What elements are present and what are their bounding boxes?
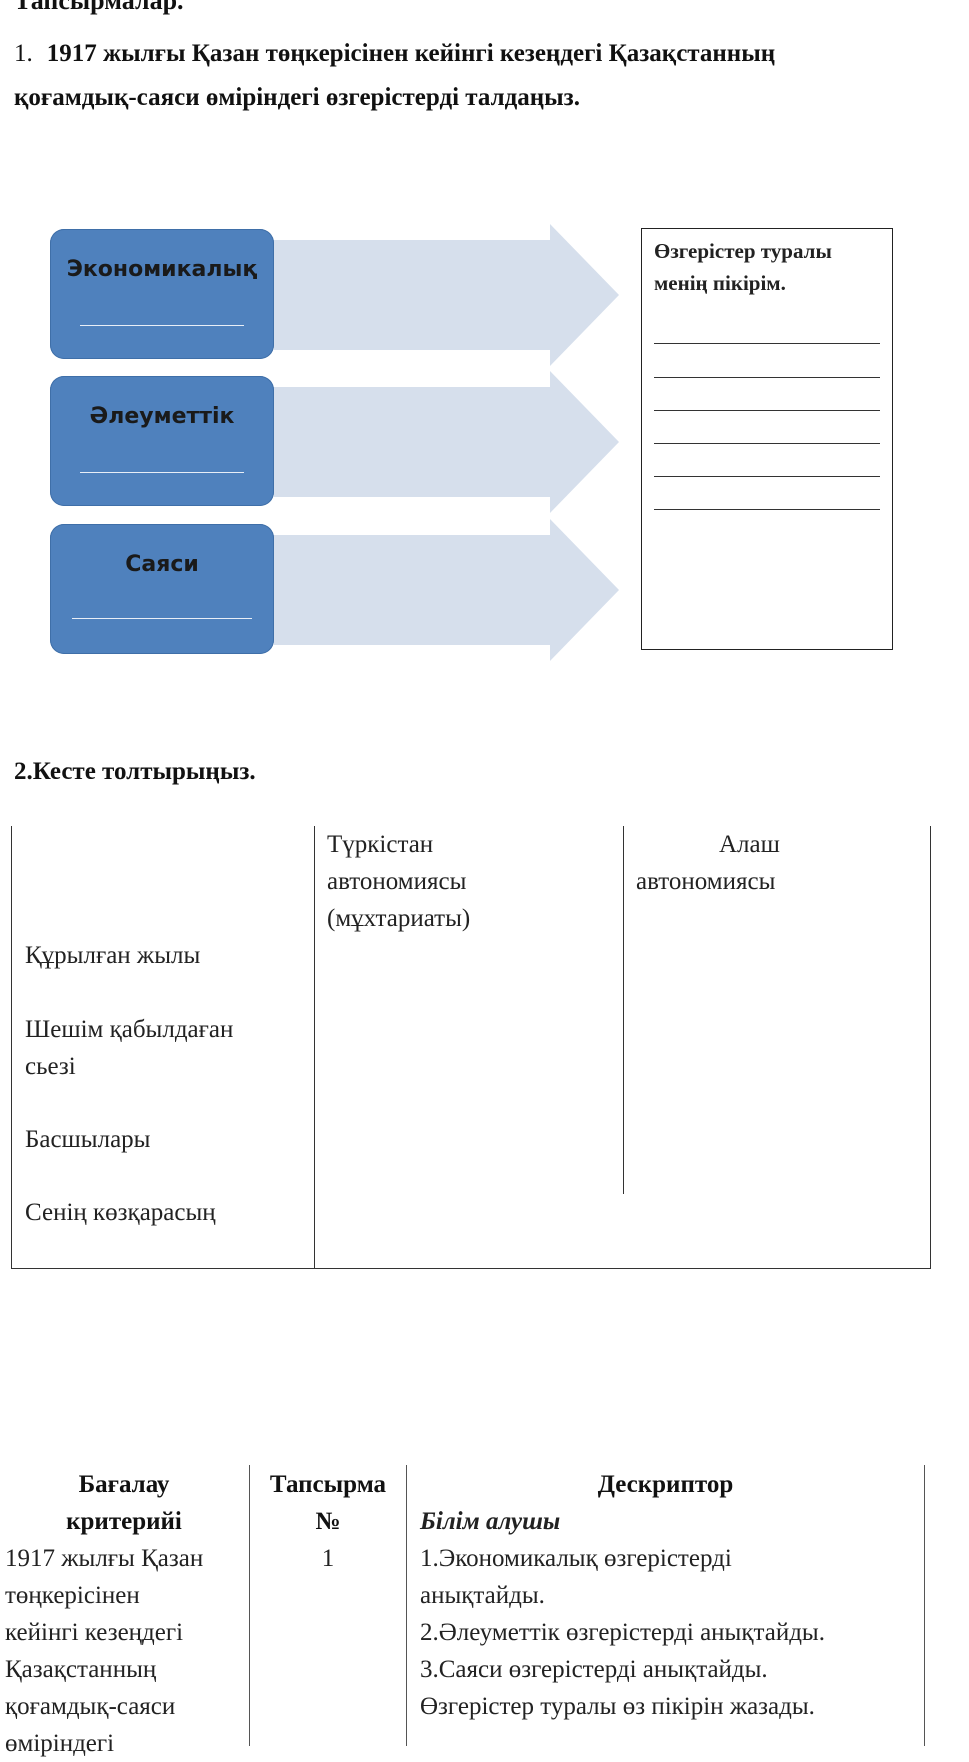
opinion-title-line1: Өзгерістер туралы [654,239,832,263]
task2-title: 2.Кесте толтырыңыз. [14,758,256,785]
header-criteria: Бағалау критерийі [66,1471,182,1535]
answer-cell[interactable] [624,937,929,1007]
header-alash: Алаш автономиясы [636,831,780,895]
box-political-blank[interactable] [72,618,252,619]
row-label-founded-year: Құрылған жылы [25,942,201,969]
row-label-leaders: Басшылары [25,1126,151,1153]
table-border [314,826,315,1269]
arrow-social [274,371,619,513]
answer-cell[interactable] [315,1194,929,1266]
header-task-number: Тапсырма № [269,1471,387,1535]
box-economic-label: Экономикалық [66,257,258,282]
table-border [406,1465,407,1746]
task1-text-line1: 1917 жылғы Қазан төңкерісінен кейінгі ке… [46,40,776,67]
opinion-title: Өзгерістер туралы менің пікірім. [654,235,884,299]
opinion-line[interactable] [654,476,880,477]
table-border [623,826,624,1194]
opinion-line[interactable] [654,410,880,411]
box-political: Саяси [50,524,274,654]
answer-cell[interactable] [624,1121,929,1189]
box-economic-blank[interactable] [80,325,244,326]
box-social-blank[interactable] [80,472,244,473]
task1-prompt: 1. 1917 жылғы Қазан төңкерісінен кейінгі … [14,32,944,120]
table-border [11,826,12,1269]
opinion-line[interactable] [654,377,880,378]
row-label-congress: Шешім қабылдаған сьезі [25,1016,234,1080]
table-border [930,826,931,1269]
task1-number: 1. [14,40,33,67]
opinion-line[interactable] [654,443,880,444]
opinion-title-line2: менің пікірім. [654,271,786,295]
opinion-line[interactable] [654,343,880,344]
descriptor-subheader: Білім алушы [420,1508,561,1535]
box-political-label: Саяси [125,552,199,577]
criteria-text: 1917 жылғы Қазан төңкерісінен кейінгі ке… [5,1545,204,1757]
task1-text-line2: қоғамдық-саяси өміріндегі өзгерістерді т… [14,84,580,111]
answer-cell[interactable] [315,1121,622,1189]
row-label-your-view: Сенің көзқарасың [25,1199,216,1226]
answer-cell[interactable] [315,1011,622,1116]
arrow-economic [274,224,619,366]
page-heading: Тапсырмалар. [14,0,184,15]
box-social-label: Әлеуметтік [89,404,235,429]
table-border [924,1465,925,1746]
answer-cell[interactable] [624,1011,929,1116]
opinion-box: Өзгерістер туралы менің пікірім. [641,228,893,650]
task-number-value: 1 [321,1545,335,1572]
answer-cell[interactable] [315,937,622,1007]
table-border [11,1268,931,1269]
box-economic: Экономикалық [50,229,274,359]
opinion-line[interactable] [654,509,880,510]
table-border [249,1465,250,1746]
descriptor-list: 1.Экономикалық өзгерістерді анықтайды. 2… [420,1545,825,1720]
header-turkestan: Түркістан автономиясы (мұхтариаты) [327,831,471,932]
box-social: Әлеуметтік [50,376,274,506]
arrow-political [274,519,619,661]
header-descriptor: Дескриптор [597,1471,734,1498]
